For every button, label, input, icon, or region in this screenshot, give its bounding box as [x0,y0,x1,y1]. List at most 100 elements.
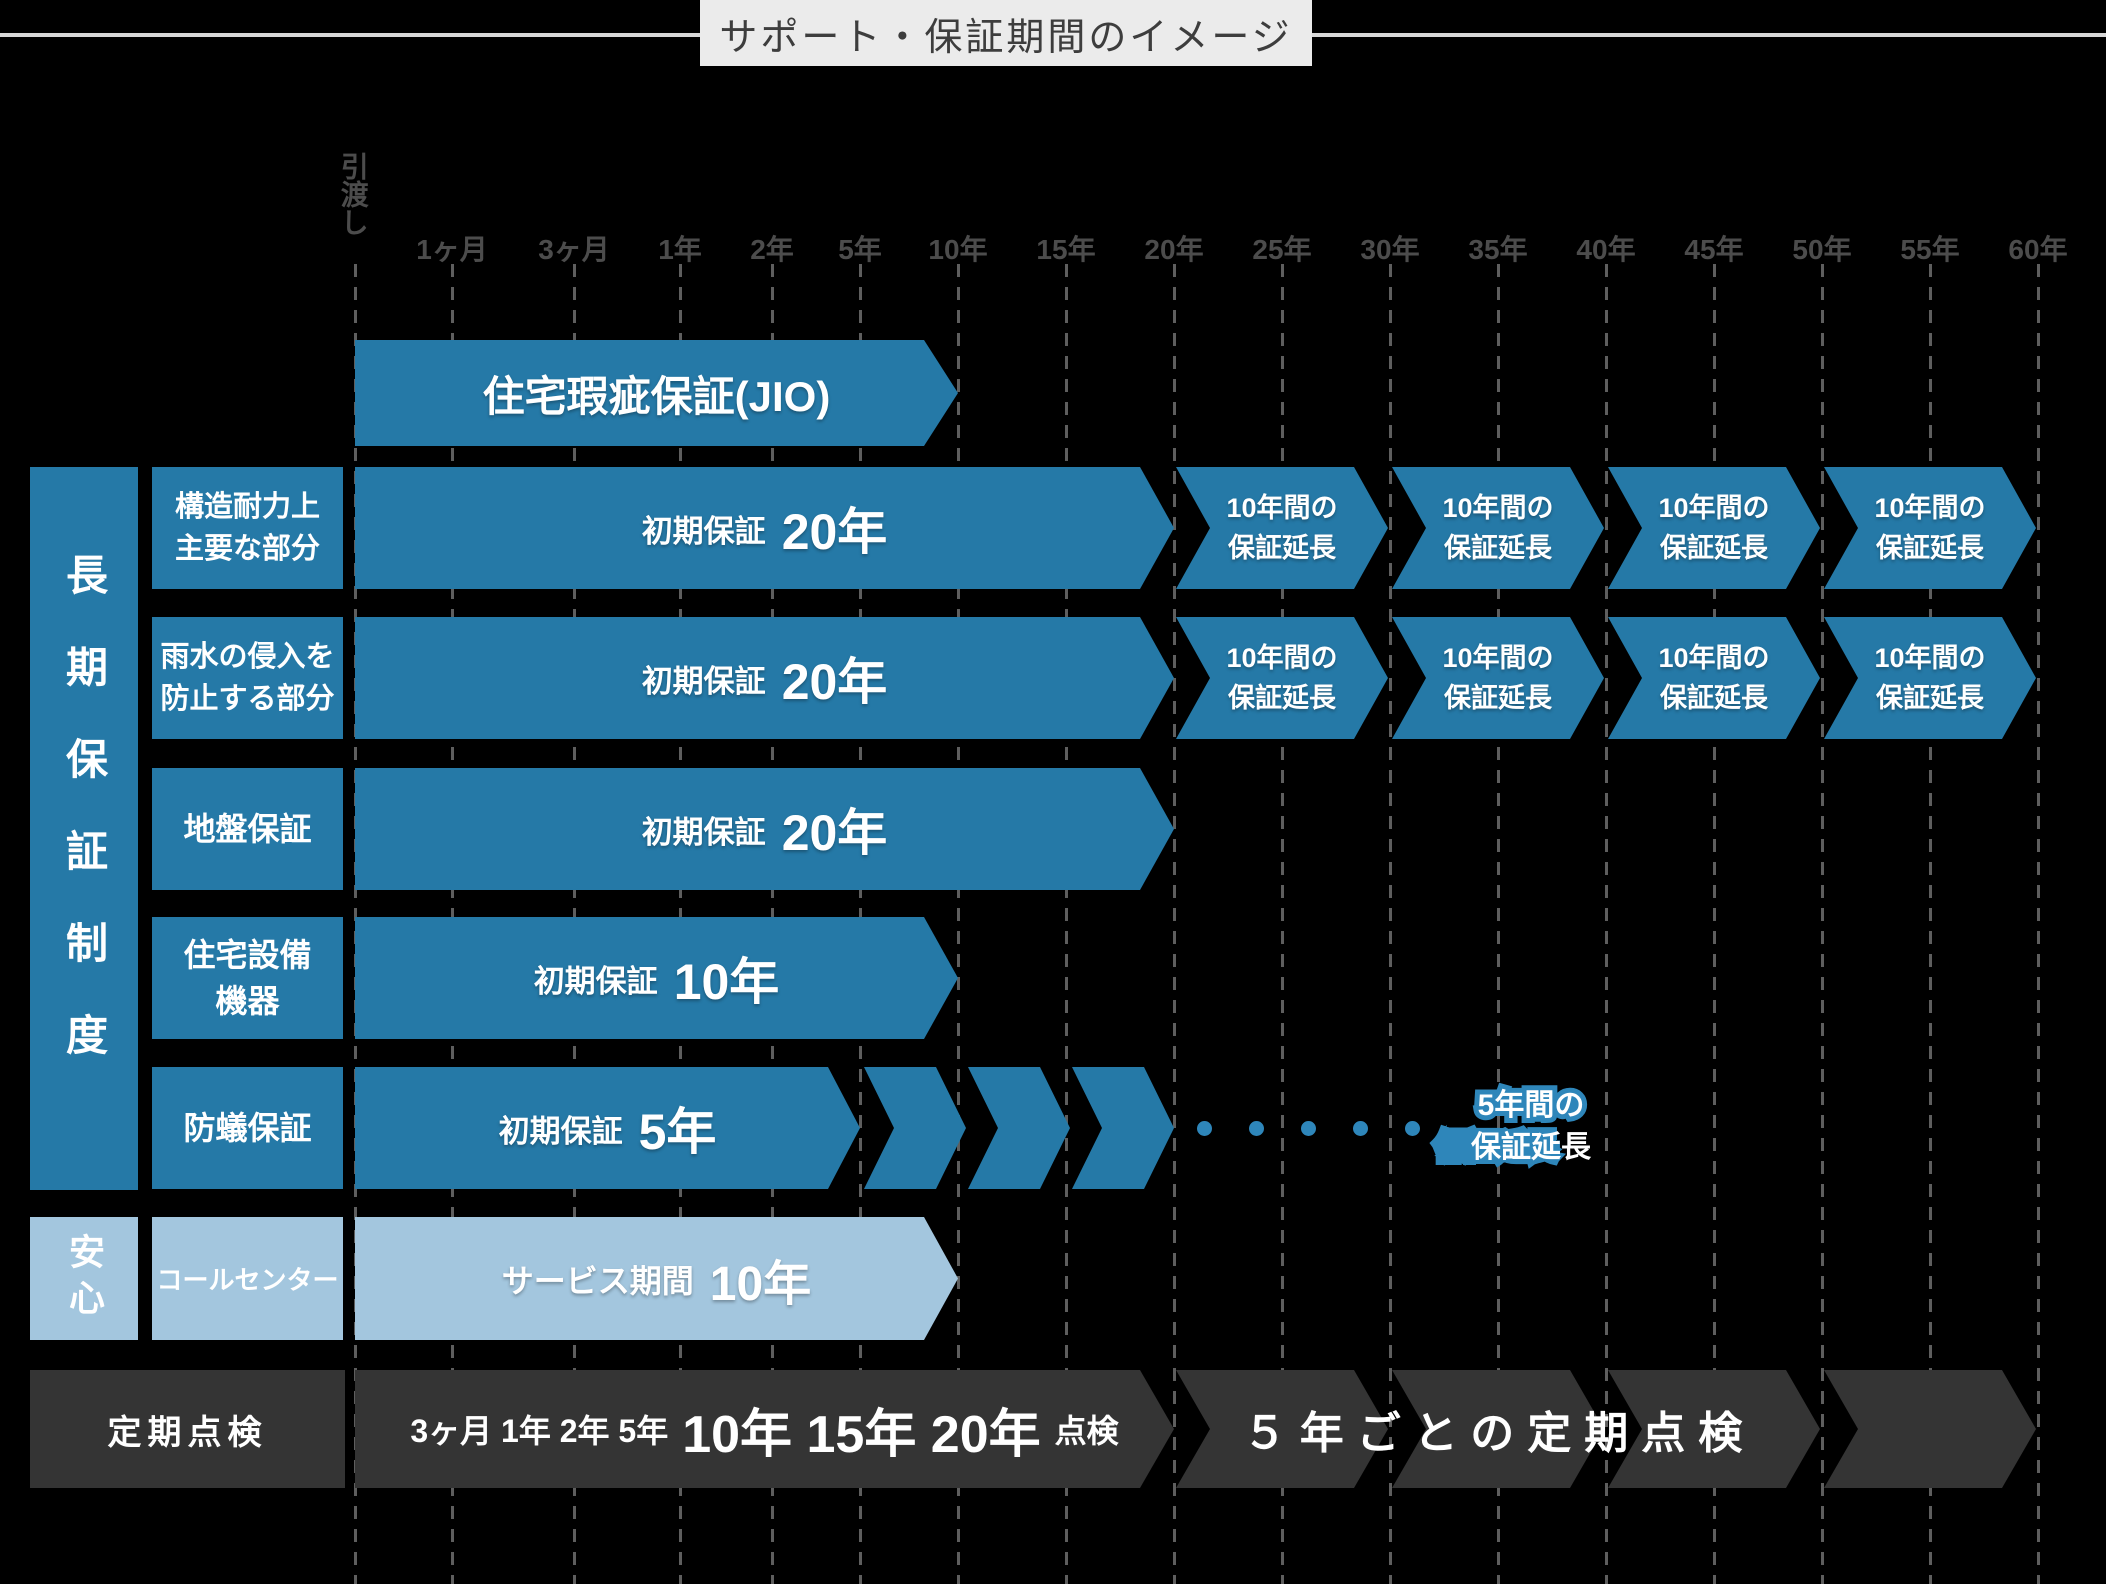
row-rainwater-extension-bar: 10年間の保証延長 [1824,617,2036,739]
termite-extension-chevron [864,1067,966,1189]
timeline-gridline [1173,264,1176,1584]
initial-warranty-years: 10年 [673,954,780,1010]
inspection-suffix: 点検 [1054,1413,1119,1449]
timeline-tick-label: 15年 [1036,234,1096,265]
row-structural-label2: 主要な部分 [174,533,320,565]
diagram-title: サポート・保証期間のイメージ [719,16,1293,59]
timeline-gridline [1605,264,1608,1584]
row-structural-initial-warranty-bar: 初期保証 20年 [355,467,1174,589]
timeline-tick-label: 3ヶ月 [538,234,610,265]
service-period-years: 10年 [709,1257,812,1311]
extension-line2: 保証延長 [1443,533,1552,563]
row-termite-label: 防蟻保証 [183,1109,312,1146]
termite-continuation-dot [1197,1121,1212,1136]
timeline-gridline [1389,264,1392,1584]
extension-line2: 保証延長 [1227,683,1336,713]
timeline-gridline [1497,264,1500,1584]
row-structural-extension-bar: 10年間の保証延長 [1176,467,1388,589]
initial-warranty-years: 20年 [781,504,888,560]
initial-warranty-prefix: 初期保証 [641,814,766,850]
row-equipment-label: 住宅設備 [183,936,312,973]
row-structural-label-box: 構造耐力上 主要な部分 [152,467,343,589]
timeline-tick-label: 10年 [928,234,988,265]
initial-warranty-years: 5年 [638,1104,717,1160]
extension-line2: 保証延長 [1875,683,1984,713]
sidebar-anshin: 安心 [30,1217,138,1340]
row-rainwater-label-box: 雨水の侵入を 防止する部分 [152,617,343,739]
extension-line1: 10年間の [1658,492,1770,523]
timeline-tick-label: 55年 [1900,234,1960,265]
timeline-tick-label: 25年 [1252,234,1312,265]
row-inspection-label: 定期点検 [107,1413,268,1452]
service-period-prefix: サービス期間 [501,1262,694,1299]
inspection-extension-label-box: ５年ごとの定期点検 [1174,1370,1824,1488]
row-rainwater-label2: 防止する部分 [160,683,335,715]
initial-warranty-years: 20年 [781,654,888,710]
extension-line1: 10年間の [1442,492,1554,523]
timeline-tick-label: 5年 [838,234,882,265]
inspection-extension-label: ５年ごとの定期点検 [1242,1409,1756,1458]
initial-warranty-prefix: 初期保証 [498,1113,623,1149]
row-equipment-initial-warranty-bar: 初期保証 10年 [355,917,958,1039]
extension-line2: 保証延長 [1875,533,1984,563]
termite-continuation-dot [1353,1121,1368,1136]
initial-warranty-prefix: 初期保証 [533,963,658,999]
callcenter-service-bar: サービス期間 10年 [355,1217,958,1340]
inspection-extension-chevron [1392,1370,1604,1488]
timeline-gridline [1065,264,1068,1584]
row-structural-extension-bar: 10年間の保証延長 [1392,467,1604,589]
row-ground-label: 地盤保証 [183,810,312,847]
timeline-tick-label: 1年 [658,234,702,265]
termite-continuation-dot [1249,1121,1264,1136]
inspection-extension-chevron [1824,1370,2036,1488]
extension-line1: 10年間の [1226,642,1338,673]
timeline-tick-label: 40年 [1576,234,1636,265]
row-callcenter-label-box: コールセンター [152,1217,343,1340]
termite-note-line1: 5年間の [1478,1085,1585,1127]
timeline-tick-label: 20年 [1144,234,1204,265]
row-inspection-label-box: 定期点検 [30,1370,345,1488]
extension-line1: 10年間の [1442,642,1554,673]
extension-line1: 10年間の [1658,642,1770,673]
initial-warranty-prefix: 初期保証 [641,663,766,699]
inspection-major-years: 10年 15年 20年 [682,1405,1041,1464]
row-rainwater-label: 雨水の侵入を [160,640,335,673]
extension-line2: 保証延長 [1443,683,1552,713]
extension-line1: 10年間の [1874,642,1986,673]
sidebar-long-term-warranty-label: 長期保証制度 [60,552,108,1105]
timeline-gridline [957,264,960,1584]
initial-warranty-years: 20年 [781,805,888,861]
termite-continuation-dot [1405,1121,1420,1136]
row-rainwater-extension-bar: 10年間の保証延長 [1608,617,1820,739]
row-termite-initial-warranty-bar: 初期保証 5年 [355,1067,860,1189]
extension-line1: 10年間の [1226,492,1338,523]
extension-line2: 保証延長 [1659,533,1768,563]
row-callcenter-label: コールセンター [156,1265,339,1295]
row-ground-label-box: 地盤保証 [152,768,343,890]
timeline-tick-label: 1ヶ月 [416,234,488,265]
timeline-gridline [1713,264,1716,1584]
row-structural-label: 構造耐力上 [174,490,320,523]
row-equipment-label-box: 住宅設備 機器 [152,917,343,1039]
timeline-tick-label: 45年 [1684,234,1744,265]
timeline-gridline [1929,264,1932,1584]
extension-line1: 10年間の [1874,492,1986,523]
extension-line2: 保証延長 [1659,683,1768,713]
termite-continuation-dot [1301,1121,1316,1136]
termite-extension-note: 5年間の 保証延長 [1436,1085,1626,1169]
extension-line2: 保証延長 [1227,533,1336,563]
jio-warranty-bar: 住宅瑕疵保証(JIO) [355,340,958,446]
timeline-gridline [1821,264,1824,1584]
row-ground-initial-warranty-bar: 初期保証 20年 [355,768,1174,890]
row-equipment-label2: 機器 [215,983,280,1019]
row-structural-extension-bar: 10年間の保証延長 [1824,467,2036,589]
termite-extension-chevron [1072,1067,1174,1189]
termite-note-line2: 保証延長 [1436,1127,1626,1169]
row-structural-extension-bar: 10年間の保証延長 [1608,467,1820,589]
row-rainwater-initial-warranty-bar: 初期保証 20年 [355,617,1174,739]
timeline-gridline [1281,264,1284,1584]
timeline-tick-label: 2年 [750,234,794,265]
row-rainwater-extension-bar: 10年間の保証延長 [1392,617,1604,739]
jio-warranty-label: 住宅瑕疵保証(JIO) [482,372,831,420]
